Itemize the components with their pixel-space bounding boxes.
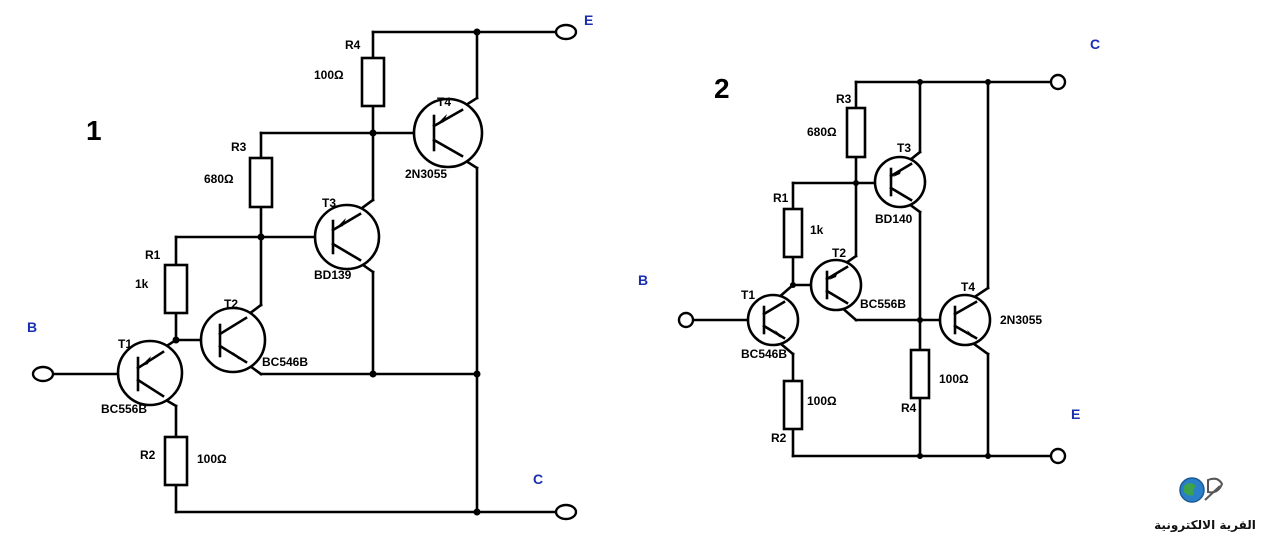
t4-part-1: 2N3055 (405, 167, 447, 181)
resistor-r4-body-2 (909, 348, 931, 400)
t2-name-1: T2 (224, 297, 238, 311)
t3-part-2: BD140 (875, 212, 913, 226)
terminal-c-1[interactable] (554, 503, 578, 521)
t1-name-1: T1 (118, 337, 132, 351)
diagram-1-arrows (140, 114, 447, 367)
globe-land-shape (1184, 483, 1196, 496)
resistor-r1-body (163, 263, 189, 315)
r4-name-2: R4 (901, 401, 917, 415)
diagram-2-wires (692, 80, 1052, 458)
r2-value-1: 100Ω (197, 452, 227, 466)
r1-value-2: 1k (810, 223, 824, 237)
diagram-2-junctions (790, 79, 991, 459)
r3-value-1: 680Ω (204, 172, 234, 186)
r2-name-1: R2 (140, 448, 156, 462)
resistor-r1-body-2 (782, 207, 804, 259)
resistor-r4-body (360, 56, 386, 108)
terminal-b-label-1: B (27, 319, 37, 335)
plug-icon (1207, 477, 1224, 494)
t2-name-2: T2 (832, 246, 846, 260)
terminal-e-1[interactable] (554, 23, 578, 41)
diagram-1-junctions (172, 28, 481, 516)
terminal-b-label-2: B (638, 272, 648, 288)
transistor-t4-symbol (412, 97, 484, 169)
t3-name-2: T3 (897, 141, 911, 155)
diagram-1-number: 1 (86, 115, 102, 146)
site-logo: القرية الالكترونية (1154, 477, 1256, 533)
resistor-r3-body-2 (845, 106, 867, 159)
t1-part-2: BC546B (741, 347, 787, 361)
t1-name-2: T1 (741, 288, 755, 302)
transistor-t1-symbol (116, 339, 184, 407)
terminal-c-label-2: C (1090, 36, 1100, 52)
r1-value-1: 1k (135, 277, 149, 291)
terminal-c-2[interactable] (1049, 73, 1067, 91)
resistor-r3-body (248, 156, 274, 209)
transistor-t3-symbol-2 (873, 155, 927, 209)
t3-name-1: T3 (322, 196, 336, 210)
r4-value-2: 100Ω (939, 372, 969, 386)
transistor-t2-symbol (199, 306, 267, 374)
r1-name-2: R1 (773, 191, 789, 205)
r4-name-1: R4 (345, 38, 361, 52)
resistor-r2-body (163, 435, 189, 487)
diagram-2-arrows (775, 168, 976, 338)
diagram-2-number: 2 (714, 73, 730, 104)
transistor-t1-symbol-2 (746, 293, 800, 347)
t2-part-2: BC556B (860, 297, 906, 311)
terminal-e-2[interactable] (1049, 447, 1067, 465)
terminal-b-1[interactable] (31, 365, 55, 383)
transistor-t3-symbol (313, 203, 381, 271)
t1-part-1: BC556B (101, 402, 147, 416)
diagram-1: 1 (27, 12, 593, 521)
terminal-e-label-2: E (1071, 406, 1080, 422)
logo-text: القرية الالكترونية (1154, 518, 1256, 533)
resistor-r2-body-2 (782, 379, 804, 431)
t4-name-2: T4 (961, 280, 975, 294)
r3-name-2: R3 (836, 92, 852, 106)
t4-part-2: 2N3055 (1000, 313, 1042, 327)
t2-part-1: BC546B (262, 355, 308, 369)
r3-name-1: R3 (231, 140, 247, 154)
transistor-t2-symbol-2 (809, 258, 863, 312)
t4-name-1: T4 (437, 95, 451, 109)
diagram-2: 2 (638, 36, 1100, 465)
transistor-t4-symbol-2 (938, 293, 992, 347)
r1-name-1: R1 (145, 248, 161, 262)
terminal-b-2[interactable] (677, 311, 695, 329)
r3-value-2: 680Ω (807, 125, 837, 139)
terminal-c-label-1: C (533, 471, 543, 487)
r4-value-1: 100Ω (314, 68, 344, 82)
r2-name-2: R2 (771, 431, 787, 445)
t3-part-1: BD139 (314, 268, 352, 282)
r2-value-2: 100Ω (807, 394, 837, 408)
diagram-1-wires (52, 30, 557, 514)
terminal-e-label-1: E (584, 12, 593, 28)
